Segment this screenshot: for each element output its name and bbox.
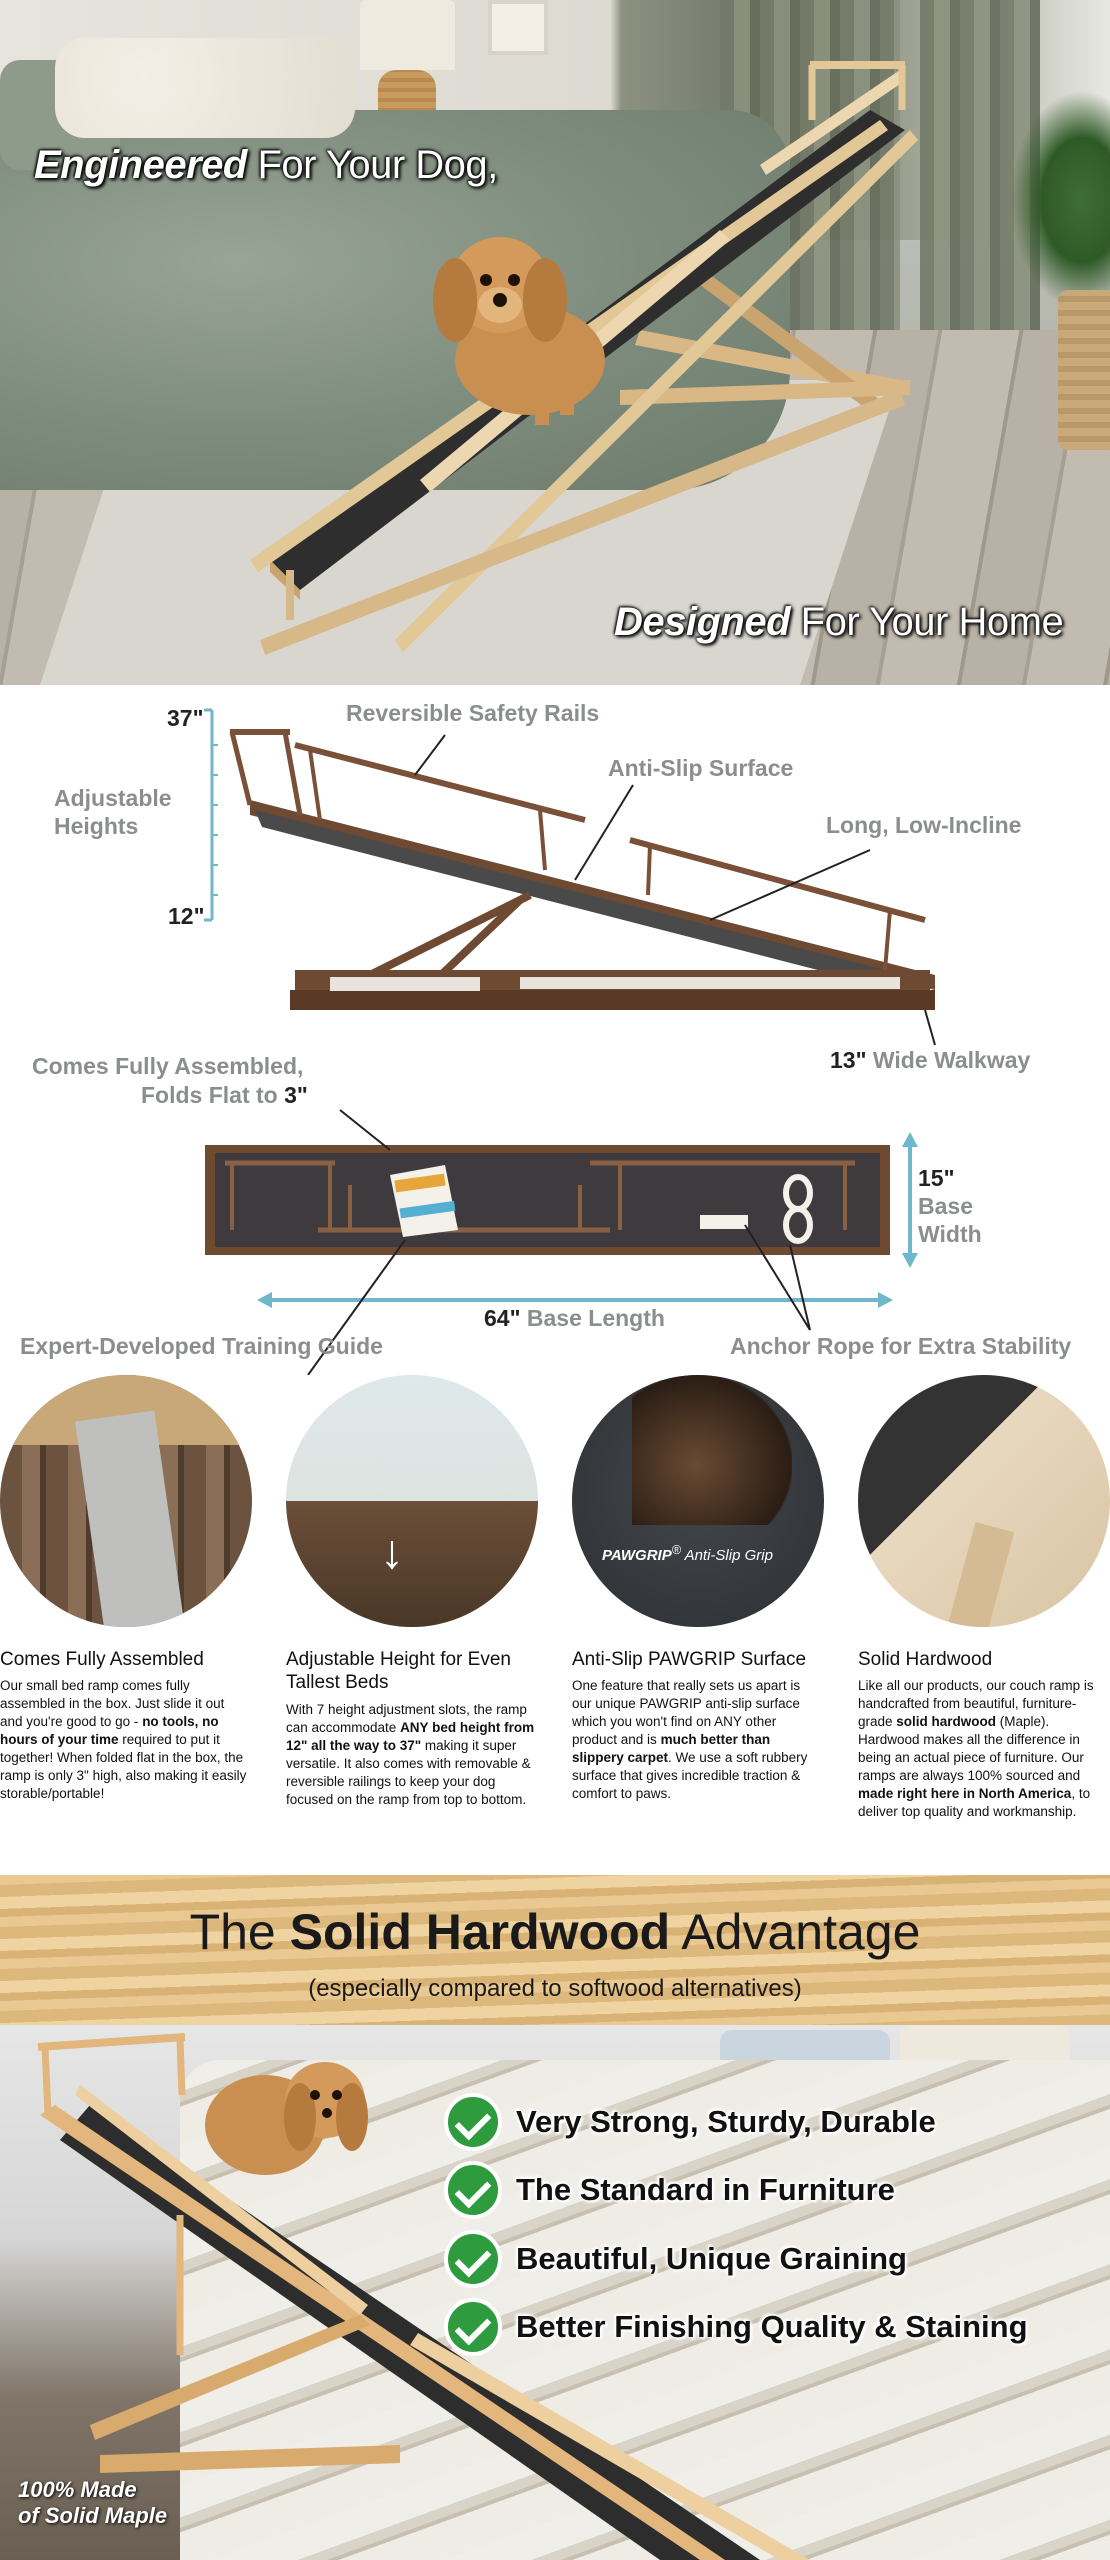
feature-body: With 7 height adjustment slots, the ramp… — [286, 1702, 535, 1807]
feature-title: Adjustable Height for Even Tallest Beds — [286, 1649, 511, 1693]
anti-slip-label: Anti-Slip Surface — [608, 755, 794, 781]
feature-hardwood-photo — [858, 1375, 1110, 1627]
hero-ramp-illustration — [250, 61, 918, 655]
feature-body: Our small bed ramp comes fully assembled… — [0, 1678, 247, 1801]
pawgrip-caption: PAWGRIP® Anti-Slip Grip — [602, 1543, 773, 1564]
training-guide-label: Expert-Developed Training Guide — [20, 1333, 383, 1359]
assembled-label-2: Folds Flat to 3" — [141, 1082, 308, 1108]
base-width-number: 15" — [918, 1165, 955, 1191]
benefit-item: The Standard in Furniture — [444, 2161, 895, 2219]
hardwood-advantage-banner: The Solid Hardwood Advantage (especially… — [0, 1875, 1110, 2025]
hero-plant — [1010, 90, 1110, 310]
maple-ramp-illustration — [37, 2033, 810, 2560]
hero-headline-bottom: Designed For Your Home — [614, 600, 1064, 644]
check-icon — [444, 2093, 502, 2151]
check-icon — [444, 2230, 502, 2288]
assembled-label-1: Comes Fully Assembled, — [32, 1053, 304, 1079]
feature-title: Anti-Slip PAWGRIP Surface — [572, 1649, 807, 1670]
benefit-item: Better Finishing Quality & Staining — [444, 2298, 1028, 2356]
walkway-label: 13" Wide Walkway — [830, 1047, 1031, 1073]
reversible-rails-label: Reversible Safety Rails — [346, 700, 600, 726]
feature-title: Comes Fully Assembled — [0, 1649, 204, 1670]
check-icon — [444, 2161, 502, 2219]
feature-columns: Comes Fully Assembled Our small bed ramp… — [0, 1375, 1110, 1875]
anchor-rope-label: Anchor Rope for Extra Stability — [730, 1333, 1072, 1359]
hero-pillow — [55, 38, 355, 138]
hero-picture-frame — [488, 0, 548, 55]
base-width-label-2: Width — [918, 1221, 982, 1247]
feature-body: One feature that really sets us apart is… — [572, 1678, 808, 1801]
feature-title: Solid Hardwood — [858, 1649, 993, 1670]
ramp-diagram-illustration — [204, 708, 936, 1375]
base-width-label-1: Base — [918, 1193, 973, 1219]
adjustable-heights-label-2: Heights — [54, 813, 139, 839]
feature-adjustable-photo: ↓ — [286, 1375, 538, 1627]
hero-image: Engineered For Your Dog, Designed For Yo… — [0, 0, 1110, 685]
height-max-label: 37" — [167, 705, 204, 731]
feature-pawgrip-photo: PAWGRIP® Anti-Slip Grip — [572, 1375, 824, 1627]
feature-assembled-photo — [0, 1375, 252, 1627]
benefit-item: Very Strong, Sturdy, Durable — [444, 2093, 936, 2151]
banner-subtitle: (especially compared to softwood alterna… — [308, 1975, 802, 2002]
hero-headline-top: Engineered For Your Dog, — [34, 143, 498, 187]
adjustable-heights-label-1: Adjustable — [54, 785, 172, 811]
check-icon — [444, 2298, 502, 2356]
hero-plant-pot — [1058, 290, 1110, 450]
maple-photo-section — [0, 2025, 1110, 2560]
height-min-label: 12" — [168, 903, 205, 929]
low-incline-label: Long, Low-Incline — [826, 812, 1022, 838]
base-length-label: 64" Base Length — [484, 1305, 665, 1331]
feature-diagram: 37" 12" Adjustable Heights Reversible Sa… — [0, 685, 1110, 1375]
hero-lamp-shade — [360, 0, 455, 70]
feature-body: Like all our products, our couch ramp is… — [858, 1678, 1094, 1819]
banner-title: The Solid Hardwood Advantage — [189, 1904, 921, 1960]
benefit-item: Beautiful, Unique Graining — [444, 2230, 907, 2288]
